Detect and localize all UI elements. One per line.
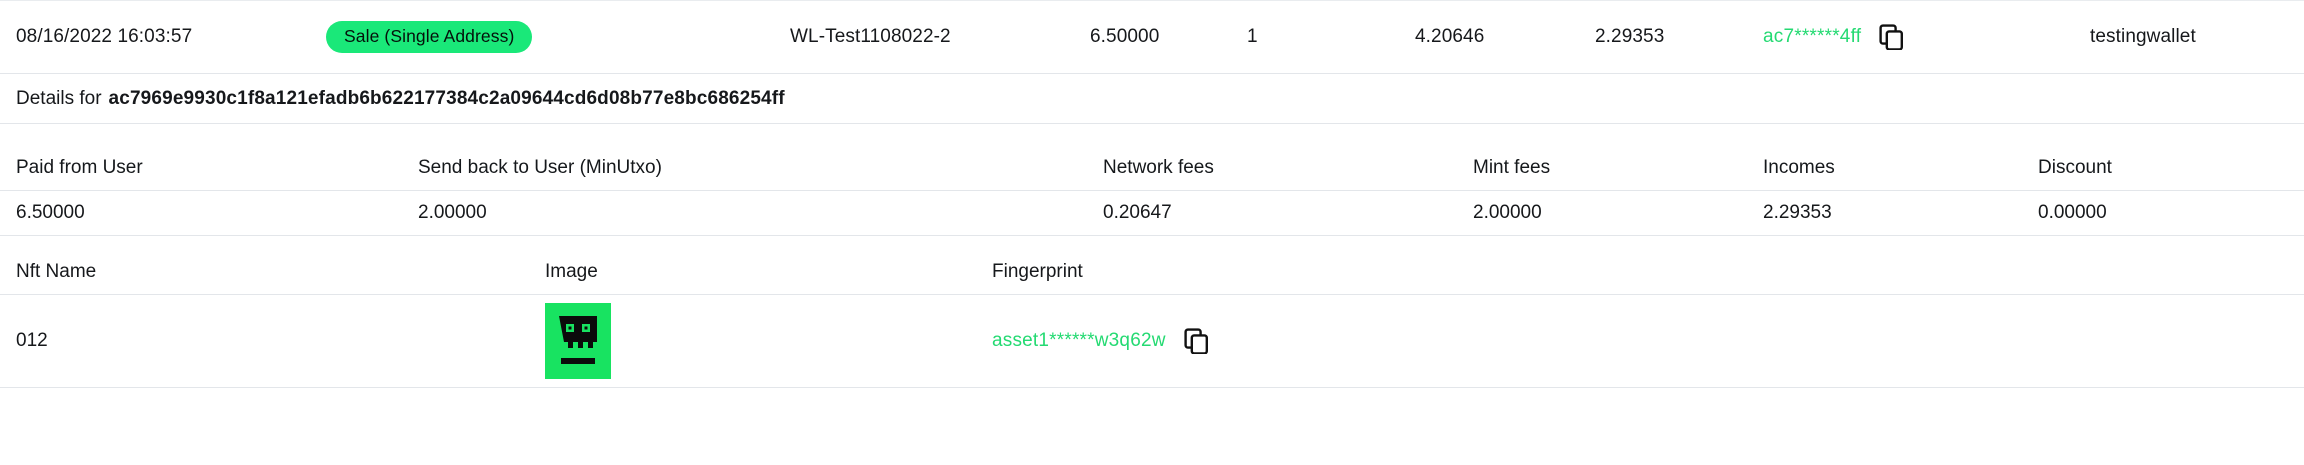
transaction-address-link[interactable]: ac7******4ff xyxy=(1763,26,1862,47)
copy-icon[interactable] xyxy=(1184,328,1210,354)
transaction-wallet: testingwallet xyxy=(2090,26,2196,47)
transaction-date: 08/16/2022 16:03:57 xyxy=(16,26,193,47)
nft-header-divider xyxy=(0,294,2304,295)
fee-table-top-spacer xyxy=(0,124,2304,146)
fee-header-send-back-to-user: Send back to User (MinUtxo) xyxy=(418,157,662,178)
nft-table-top-spacer xyxy=(0,236,2304,250)
transaction-value-2-cell: 2.29353 xyxy=(1595,1,1664,73)
fee-header-divider xyxy=(0,190,2304,191)
details-header-divider xyxy=(0,123,2304,124)
fee-header-network-fees: Network fees xyxy=(1103,157,1214,178)
fee-value-mint-fees: 2.00000 xyxy=(1473,202,1542,223)
transaction-row[interactable]: 08/16/2022 16:03:57 Sale (Single Address… xyxy=(0,1,2304,73)
fee-table-value-row: 6.50000 2.00000 0.20647 2.00000 2.29353 … xyxy=(0,191,2304,235)
nft-name: 012 xyxy=(16,330,48,351)
status-badge: Sale (Single Address) xyxy=(326,20,533,54)
transaction-project: WL-Test1108022-2 xyxy=(790,26,951,47)
nft-fingerprint-link[interactable]: asset1******w3q62w xyxy=(992,330,1166,351)
fee-table-header-row: Paid from User Send back to User (MinUtx… xyxy=(0,146,2304,190)
fee-header-paid-from-user: Paid from User xyxy=(16,157,143,178)
nft-table-header-row: Nft Name Image Fingerprint xyxy=(0,250,2304,294)
transaction-count: 1 xyxy=(1247,26,1258,47)
transaction-count-cell: 1 xyxy=(1247,1,1258,73)
fee-header-incomes: Incomes xyxy=(1763,157,1835,178)
transaction-project-cell: WL-Test1108022-2 xyxy=(790,1,951,73)
transaction-date-cell: 08/16/2022 16:03:57 xyxy=(16,1,192,73)
fee-value-incomes: 2.29353 xyxy=(1763,202,1832,223)
fee-value-discount: 0.00000 xyxy=(2038,202,2107,223)
nft-header-image: Image xyxy=(545,261,598,282)
nft-thumbnail[interactable] xyxy=(545,303,611,379)
transaction-row-divider xyxy=(0,73,2304,74)
transaction-value-2: 2.29353 xyxy=(1595,26,1665,47)
details-label: Details for xyxy=(16,87,102,109)
nft-image-cell xyxy=(545,295,611,387)
details-hash: ac7969e9930c1f8a121efadb6b622177384c2a09… xyxy=(108,87,785,109)
fee-table-bottom-divider xyxy=(0,235,2304,236)
nft-table-row: 012 asset1******w3q62 xyxy=(0,295,2304,387)
copy-icon[interactable] xyxy=(1879,24,1905,50)
transaction-value-1-cell: 4.20646 xyxy=(1415,1,1484,73)
nft-table-bottom-divider xyxy=(0,387,2304,388)
panel-top-divider xyxy=(0,0,2304,1)
transaction-amount-cell: 6.50000 xyxy=(1090,1,1159,73)
fee-value-paid-from-user: 6.50000 xyxy=(16,202,85,223)
nft-header-fingerprint: Fingerprint xyxy=(992,261,1083,282)
transaction-value-1: 4.20646 xyxy=(1415,26,1485,47)
fee-value-network-fees: 0.20647 xyxy=(1103,202,1172,223)
fee-header-discount: Discount xyxy=(2038,157,2112,178)
fee-value-send-back-to-user: 2.00000 xyxy=(418,202,487,223)
transaction-amount: 6.50000 xyxy=(1090,26,1160,47)
transaction-address-cell: ac7******4ff xyxy=(1763,1,1905,73)
fee-header-mint-fees: Mint fees xyxy=(1473,157,1551,178)
nft-fingerprint-cell: asset1******w3q62w xyxy=(992,295,1210,387)
transaction-wallet-cell: testingwallet xyxy=(2090,1,2196,73)
nft-name-cell: 012 xyxy=(16,295,48,387)
transaction-type-cell: Sale (Single Address) xyxy=(326,1,533,73)
nft-header-name: Nft Name xyxy=(16,261,97,282)
details-header: Details for ac7969e9930c1f8a121efadb6b62… xyxy=(0,74,2304,123)
